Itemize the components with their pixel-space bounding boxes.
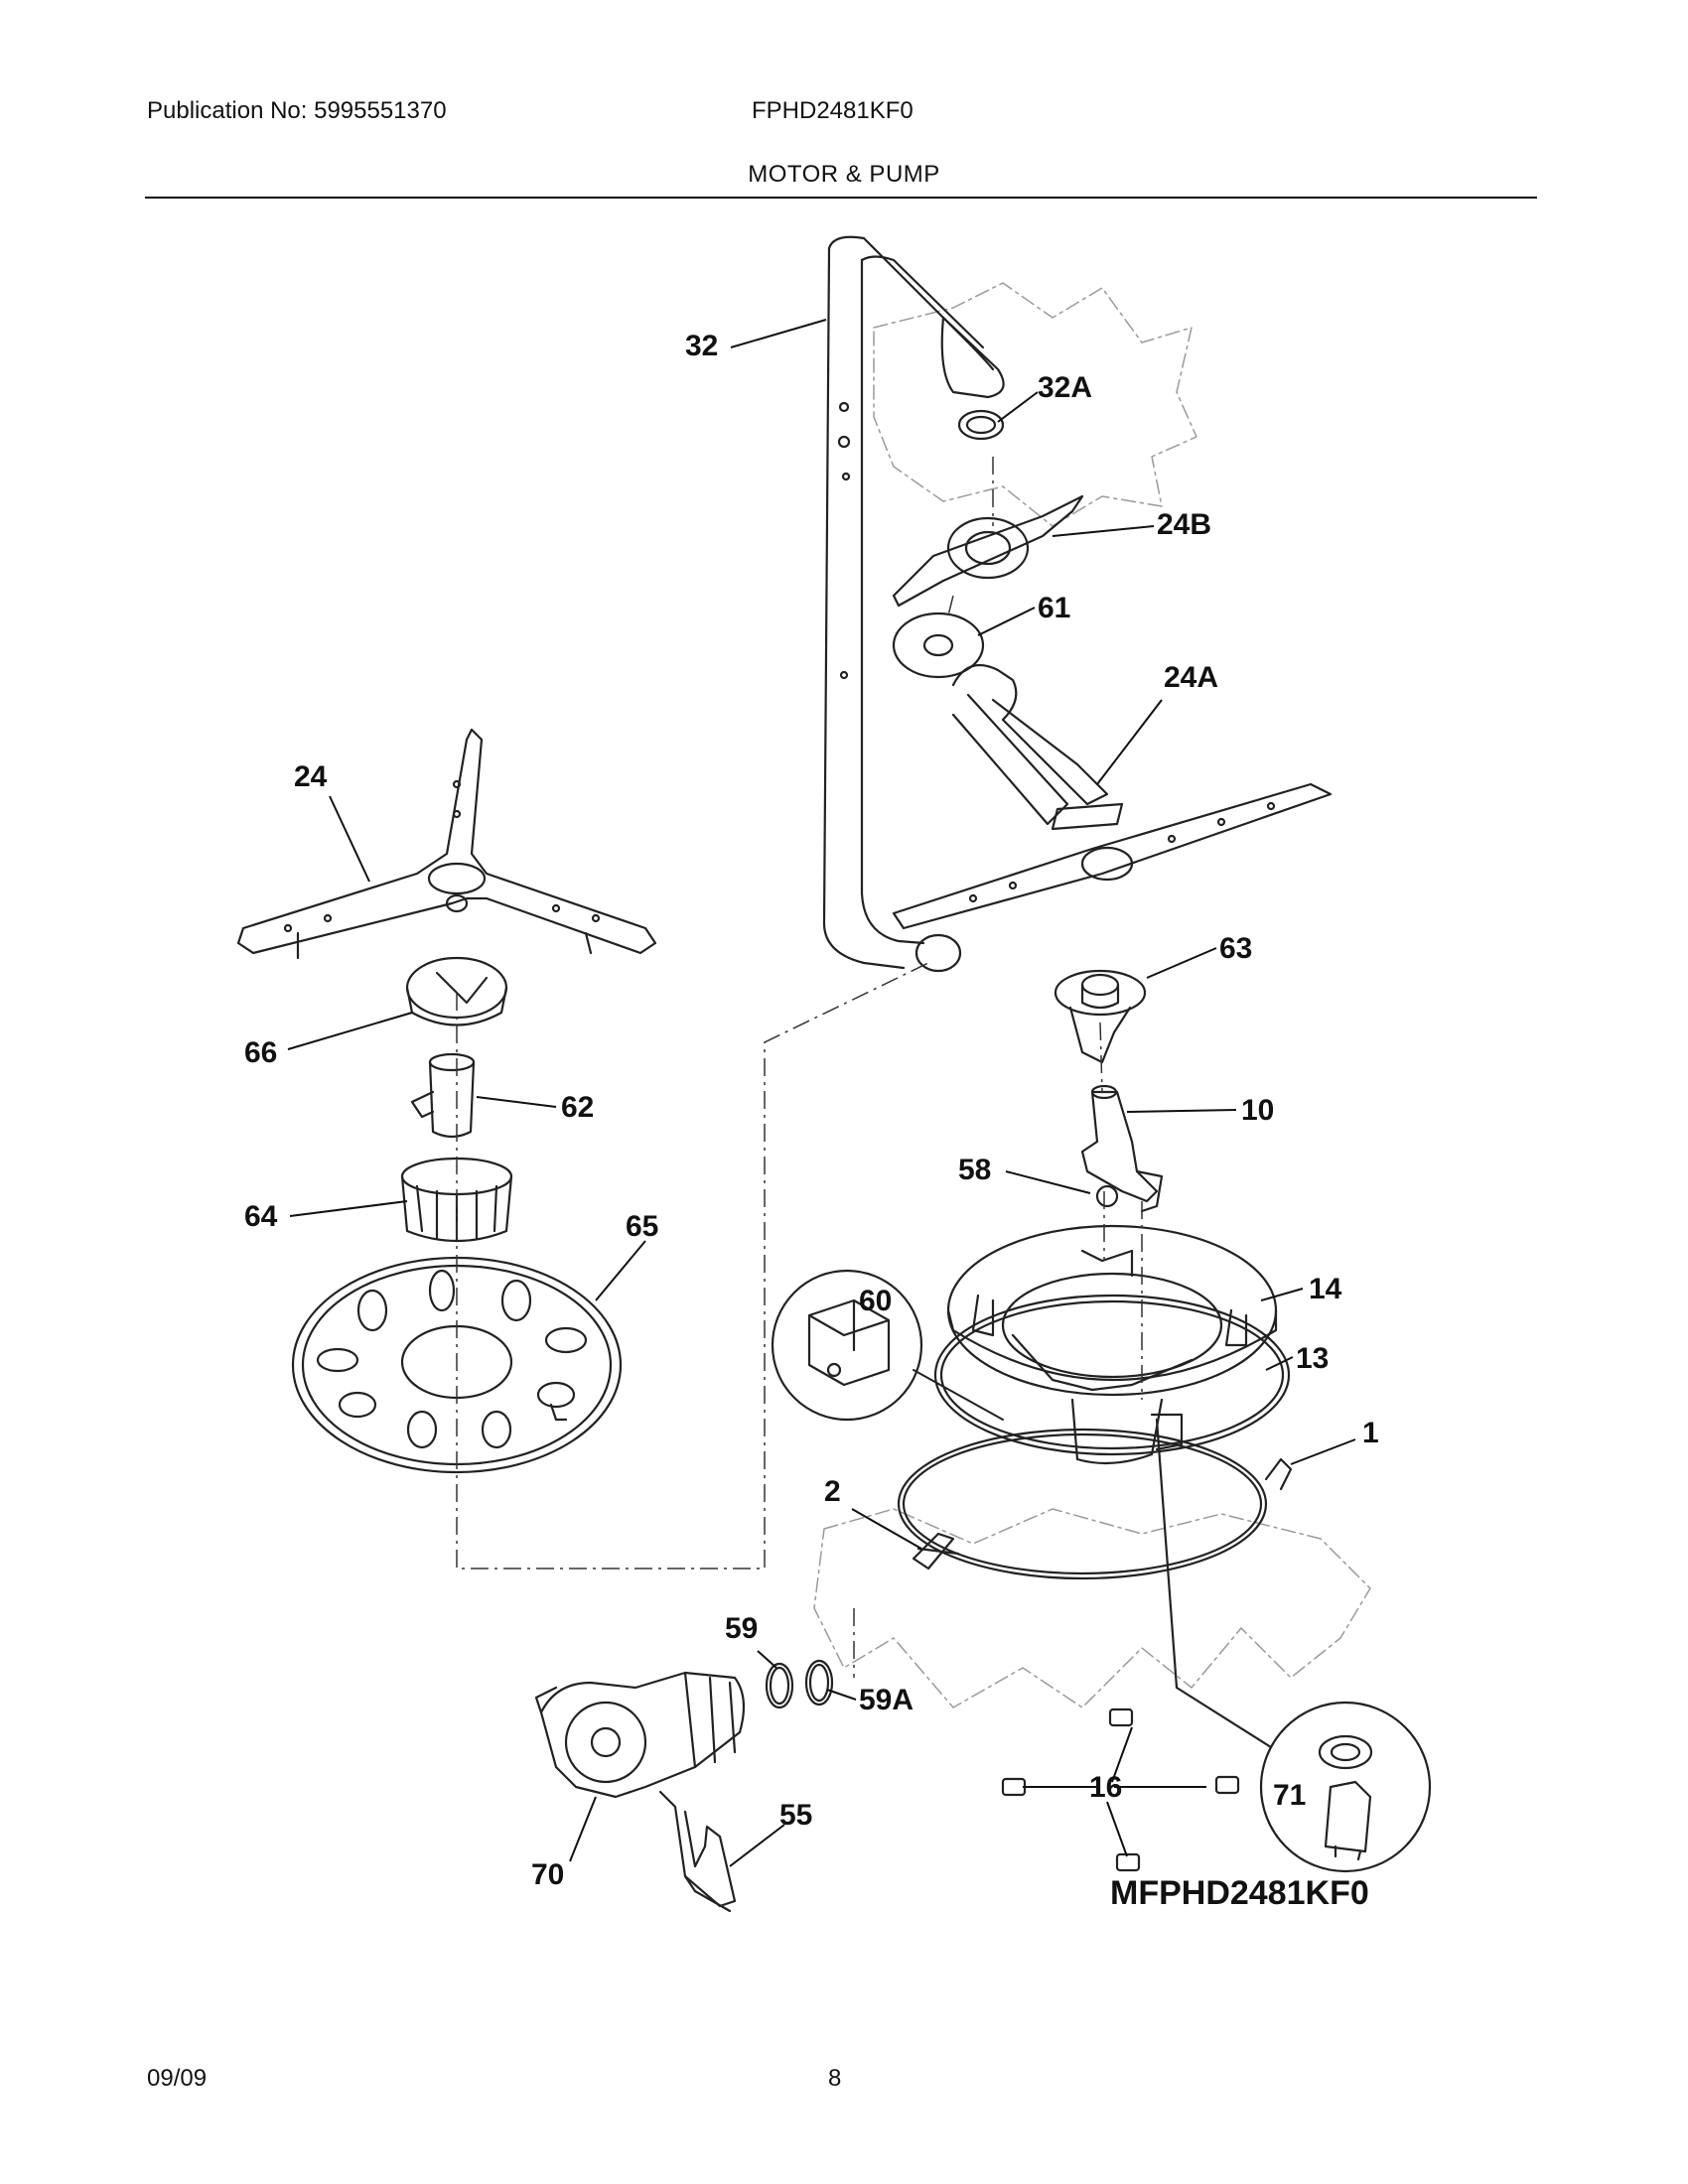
callout-label: 62	[561, 1091, 594, 1124]
tub-outline-bottom	[813, 1508, 1371, 1708]
motor-part-70	[534, 1671, 746, 1799]
diagram-id: MFPHD2481KF0	[1110, 1874, 1369, 1912]
callout-label: 24B	[1157, 508, 1211, 541]
callout-label: 71	[1273, 1779, 1306, 1812]
model-number: FPHD2481KF0	[752, 97, 914, 124]
callout-label: 16	[1089, 1771, 1122, 1804]
o-ring-part-59a	[804, 1659, 834, 1706]
callout-label: 70	[531, 1858, 564, 1891]
callout-label: 65	[626, 1210, 658, 1243]
disk-part-61	[892, 612, 985, 679]
callout-label: 63	[1219, 932, 1252, 965]
callout-label: 66	[244, 1036, 277, 1069]
inset-part-71	[1259, 1701, 1432, 1873]
conduit-part-24a	[951, 663, 1124, 831]
inset-part-60	[771, 1269, 923, 1422]
bracket-part-2	[912, 1532, 960, 1570]
callout-label: 60	[859, 1285, 892, 1317]
callout-label: 32A	[1038, 371, 1092, 404]
bracket-part-55	[658, 1790, 737, 1913]
callout-label: 59	[725, 1612, 758, 1645]
coarse-filter-part-66	[405, 956, 508, 1026]
feed-tube-part-32	[822, 235, 1005, 973]
seal-part-32a	[957, 409, 1005, 441]
page-number: 8	[828, 2065, 842, 2092]
callout-label: 2	[824, 1475, 841, 1508]
gasket-part-13	[933, 1294, 1291, 1456]
callout-label: 14	[1309, 1273, 1342, 1305]
spray-arm-part-24	[236, 728, 657, 960]
clips-part-16	[1001, 1707, 1240, 1872]
callout-label: 55	[779, 1799, 812, 1832]
callout-label: 24	[294, 760, 328, 793]
section-title: MOTOR & PUMP	[748, 161, 940, 188]
callout-label: 64	[244, 1200, 278, 1233]
callout-label: 13	[1296, 1342, 1329, 1375]
upper-spray-arm-part-24b	[892, 494, 1084, 608]
footer-date: 09/09	[147, 2065, 208, 2092]
callout-label: 58	[958, 1154, 991, 1186]
ball-part-58	[1095, 1184, 1119, 1208]
callout-label: 32	[685, 330, 718, 362]
header-rule	[145, 197, 1537, 199]
o-ring-part-59	[765, 1662, 794, 1709]
callout-labels: 32 32A 24B 61 24A 24 66 62 64 65 63 10 5…	[244, 330, 1379, 1891]
callout-label: 1	[1362, 1417, 1379, 1449]
callout-label: 61	[1038, 592, 1070, 624]
lower-spray-arm-part-24a	[892, 782, 1333, 930]
fitting-part-62	[410, 1052, 476, 1139]
callout-label: 10	[1241, 1094, 1274, 1127]
clamp-ring-part-1	[897, 1428, 1293, 1580]
cap-part-63	[1054, 969, 1147, 1064]
sump-part-14	[946, 1224, 1278, 1465]
tub-outline-top	[873, 282, 1197, 527]
callout-label: 59A	[859, 1684, 914, 1716]
fitting-part-10	[1080, 1084, 1164, 1213]
callout-label: 24A	[1164, 661, 1218, 694]
publication-number: Publication No: 5995551370	[147, 97, 447, 124]
